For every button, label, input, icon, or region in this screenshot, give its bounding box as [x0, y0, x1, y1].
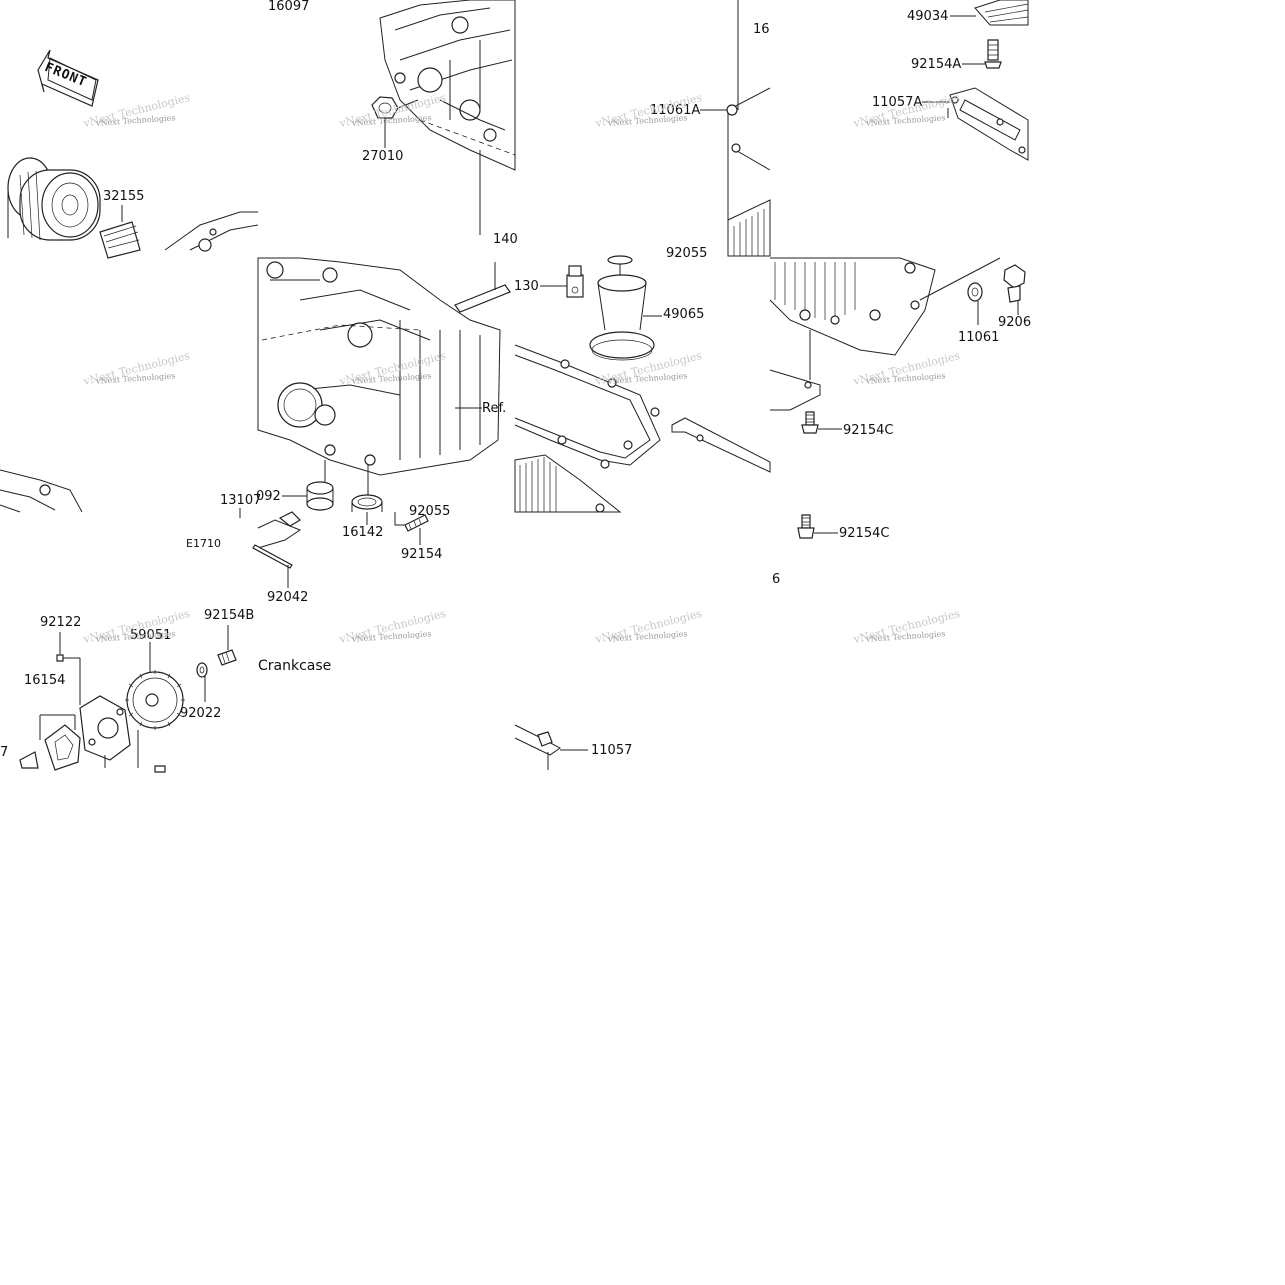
pipe-140-icon	[454, 262, 511, 313]
label-49065: 49065	[663, 307, 705, 322]
bolt-92154c-1-icon	[801, 411, 842, 434]
label-13107: 13107	[220, 493, 262, 508]
plate-11057a-icon	[922, 87, 1029, 161]
oil-filter-icon	[7, 157, 101, 241]
label-e1710: E1710	[186, 537, 221, 550]
diagram-caption: Crankcase	[258, 658, 332, 674]
label-92055-top: 92055	[666, 246, 708, 261]
label-92154b: 92154B	[204, 608, 255, 623]
label-16154: 16154	[24, 673, 66, 688]
drain-plug-9206-icon	[1003, 264, 1026, 315]
pipe-32155-icon	[99, 205, 141, 259]
plug-27010-icon	[371, 96, 419, 148]
label-92055: 92055	[409, 504, 451, 519]
label-32155: 32155	[103, 189, 145, 204]
label-11061: 11061	[958, 330, 1000, 345]
strainer-49065-icon	[589, 255, 662, 361]
bolt-92154c-2-icon	[797, 514, 838, 539]
sender-130-icon	[540, 265, 584, 298]
label-092: 092	[256, 489, 281, 504]
label-27010: 27010	[362, 149, 404, 164]
oil-pan-bottom-icon	[514, 454, 622, 513]
label-92154c-2: 92154C	[839, 526, 890, 541]
label-16: 16	[753, 22, 770, 37]
washer-92022-icon	[196, 662, 208, 702]
oil-pan-fins-top-icon	[727, 199, 771, 257]
label-130: 130	[514, 279, 539, 294]
gasket-center-icon	[514, 344, 661, 469]
bolt-92154b-icon	[217, 625, 237, 666]
label-49034: 49034	[907, 9, 949, 24]
gasket-11061a-icon	[700, 0, 771, 255]
label-92022: 92022	[180, 706, 222, 721]
label-92154a: 92154A	[911, 57, 962, 72]
crankcase-fragment-2-icon	[0, 469, 83, 513]
label-92154: 92154	[401, 547, 443, 562]
pin-92122-icon	[56, 632, 64, 662]
oil-pan-right-icon	[769, 257, 1001, 411]
pipe-11057-icon	[671, 417, 771, 473]
label-92154c-1: 92154C	[843, 423, 894, 438]
label-92122: 92122	[40, 615, 82, 630]
label-ref: Ref.	[482, 401, 507, 416]
cover-49034-icon	[950, 0, 1029, 69]
label-11061a: 11061A	[650, 103, 701, 118]
front-arrow-icon	[37, 49, 99, 107]
label-92042: 92042	[267, 590, 309, 605]
label-9206: 9206	[998, 315, 1032, 330]
washer-11061-icon	[967, 282, 983, 325]
bolt-92154-icon	[394, 512, 429, 545]
lower-crankcase-icon	[257, 257, 501, 495]
seal-16142-icon	[351, 494, 383, 525]
collar-092-icon	[282, 481, 334, 511]
label-7: 7	[0, 745, 9, 760]
label-11057a: 11057A	[872, 95, 923, 110]
upper-crankcase-icon	[379, 0, 516, 235]
label-140: 140	[493, 232, 518, 247]
label-16097: 16097	[268, 0, 310, 14]
bracket-11057-icon	[514, 724, 588, 770]
label-59051: 59051	[130, 628, 172, 643]
oil-pump-gear-icon	[125, 642, 185, 730]
label-16142: 16142	[342, 525, 384, 540]
crankcase-fragment-icon	[164, 211, 259, 252]
label-6: 6	[772, 572, 781, 587]
bracket-e1710-icon	[239, 508, 302, 588]
label-11057: 11057	[591, 743, 633, 758]
oil-pump-body-icon	[19, 657, 166, 773]
